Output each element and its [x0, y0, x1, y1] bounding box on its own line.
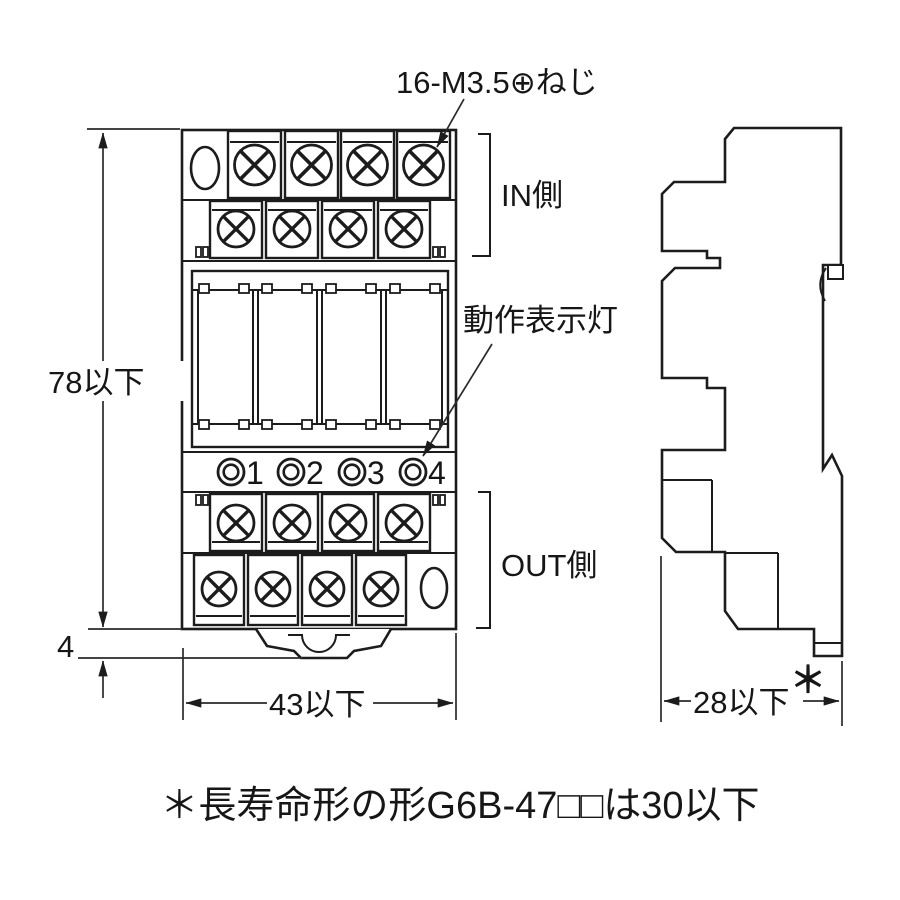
- callout-in-side: IN側: [472, 133, 563, 257]
- screw-terminal-icon: [345, 143, 390, 187]
- mounting-hole-oval: [189, 145, 221, 191]
- screw-terminal-icon: [384, 209, 424, 249]
- mounting-hole-oval: [419, 566, 449, 610]
- screw-terminal-icon: [216, 503, 256, 543]
- screw-terminal-icon: [272, 503, 312, 543]
- screw-terminal-icon: [308, 570, 346, 608]
- width-dimension-label: 43以下: [269, 687, 365, 722]
- foot-dimension-label: 4: [57, 629, 74, 664]
- lamp-number: 3: [367, 455, 385, 491]
- dimension-width-43: 43以下: [182, 633, 457, 722]
- in-terminal-row-2: [195, 199, 446, 260]
- front-view: 1 2 3 4: [180, 128, 458, 660]
- din-rail-hook: [254, 628, 393, 660]
- indicator-lamp-icon: [398, 457, 428, 487]
- screw-terminal-icon: [272, 209, 312, 249]
- out-terminal-row-1: [195, 492, 446, 553]
- screw-terminal-icon: [401, 143, 446, 187]
- screw-terminal-icon: [362, 570, 400, 608]
- leader-arrow: [422, 343, 493, 457]
- screw-terminal-icon: [289, 143, 334, 187]
- indicator-lamp-icon: [276, 457, 306, 487]
- out-side-bracket: [476, 491, 491, 629]
- screw-terminal-icon: [384, 503, 424, 543]
- din-clip-tab: [827, 264, 844, 280]
- callout-indicator: 動作表示灯: [422, 303, 618, 457]
- lamp-number: 2: [306, 455, 324, 491]
- screw-terminal-icon: [328, 503, 368, 543]
- lamp-number: 1: [246, 455, 264, 491]
- indicator-lamp-icon: [337, 457, 367, 487]
- screw-terminal-icon: [200, 570, 238, 608]
- out-terminal-row-2: [192, 553, 449, 627]
- depth-dimension-label: 28以下: [693, 685, 789, 720]
- din-clip-spring: [819, 267, 827, 302]
- indicator-lamp-icon: [216, 457, 246, 487]
- dimension-foot-4: 4: [57, 629, 303, 698]
- screw-terminal-icon: [216, 209, 256, 249]
- side-view: [660, 126, 844, 658]
- height-dimension-label: 78以下: [48, 365, 144, 400]
- indicator-lamp-row: 1 2 3 4: [216, 455, 446, 491]
- callout-screw-spec: 16-M3.5⊕ねじ: [396, 65, 598, 148]
- dimension-depth-28: 28以下 ＊: [660, 556, 843, 726]
- footnote-text: ＊長寿命形の形G6B-47□□は30以下: [160, 785, 759, 827]
- asterisk-marker: ＊: [790, 659, 826, 700]
- in-terminal-row-1: [189, 129, 452, 200]
- side-body-outline: [660, 126, 844, 658]
- relay-latch-tabs: [198, 283, 441, 430]
- screw-terminal-icon: [232, 143, 277, 187]
- indicator-label: 動作表示灯: [463, 303, 618, 338]
- leader-arrow: [436, 98, 465, 148]
- out-side-label: OUT側: [501, 548, 597, 583]
- dimension-height-78: 78以下: [46, 128, 184, 630]
- in-side-label: IN側: [501, 178, 563, 213]
- lamp-number: 4: [428, 455, 446, 491]
- callout-out-side: OUT側: [476, 491, 597, 629]
- screw-terminal-icon: [328, 209, 368, 249]
- screw-terminal-icon: [254, 570, 292, 608]
- relay-module-section: [190, 269, 450, 449]
- in-side-bracket: [472, 133, 491, 257]
- screw-spec-label: 16-M3.5⊕ねじ: [396, 65, 598, 100]
